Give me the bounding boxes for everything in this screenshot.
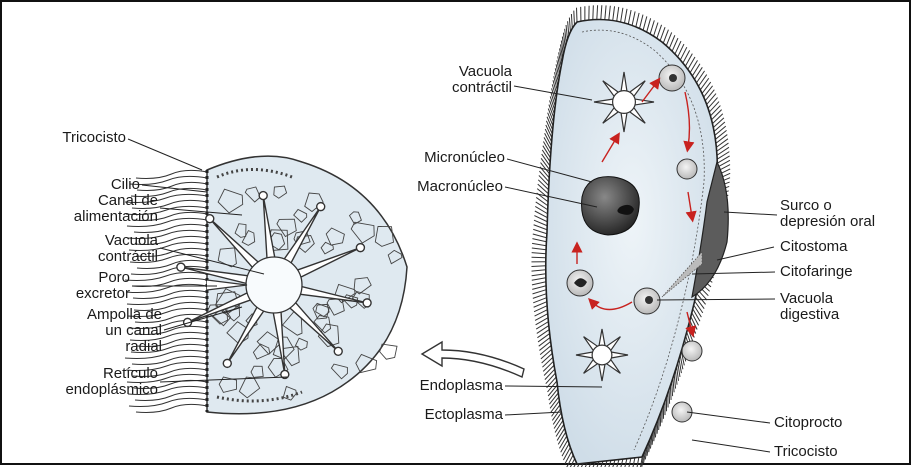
label-canal-alimentacion: Canal de alimentación bbox=[42, 193, 158, 225]
label-vacuola-contractil-top: Vacuola contráctil bbox=[402, 64, 512, 96]
label-ampolla: Ampolla de un canal radial bbox=[42, 307, 162, 355]
label-citofaringe: Citofaringe bbox=[780, 264, 900, 280]
contractile-vacuole-top bbox=[594, 72, 654, 132]
label-citoprocto: Citoprocto bbox=[774, 415, 894, 431]
label-endoplasma: Endoplasma bbox=[382, 378, 503, 394]
label-macronucleo: Macronúcleo bbox=[382, 179, 503, 195]
label-poro-excretor: Poro excretor bbox=[42, 270, 130, 302]
section-view bbox=[125, 156, 407, 414]
label-cilio: Cilio bbox=[62, 177, 140, 193]
label-citostoma: Citostoma bbox=[780, 239, 900, 255]
label-reticulo: Retículo endoplásmico bbox=[6, 366, 158, 398]
magnify-arrow bbox=[422, 342, 524, 377]
label-vacuola-digestiva: Vacuola digestiva bbox=[780, 291, 900, 323]
label-vacuola-contractil-left: Vacuola contráctil bbox=[42, 233, 158, 265]
contractile-vacuole-bottom bbox=[576, 329, 628, 381]
contractile-vacuole-enlarged bbox=[246, 257, 302, 313]
label-ectoplasma: Ectoplasma bbox=[382, 407, 503, 423]
label-tricocisto-bottom: Tricocisto bbox=[774, 444, 894, 460]
label-micronucleo: Micronúcleo bbox=[382, 150, 505, 166]
label-surco: Surco o depresión oral bbox=[780, 198, 910, 230]
label-tricocisto: Tricocisto bbox=[22, 130, 126, 146]
paramecium-body bbox=[531, 5, 730, 467]
cell-body bbox=[546, 20, 718, 465]
